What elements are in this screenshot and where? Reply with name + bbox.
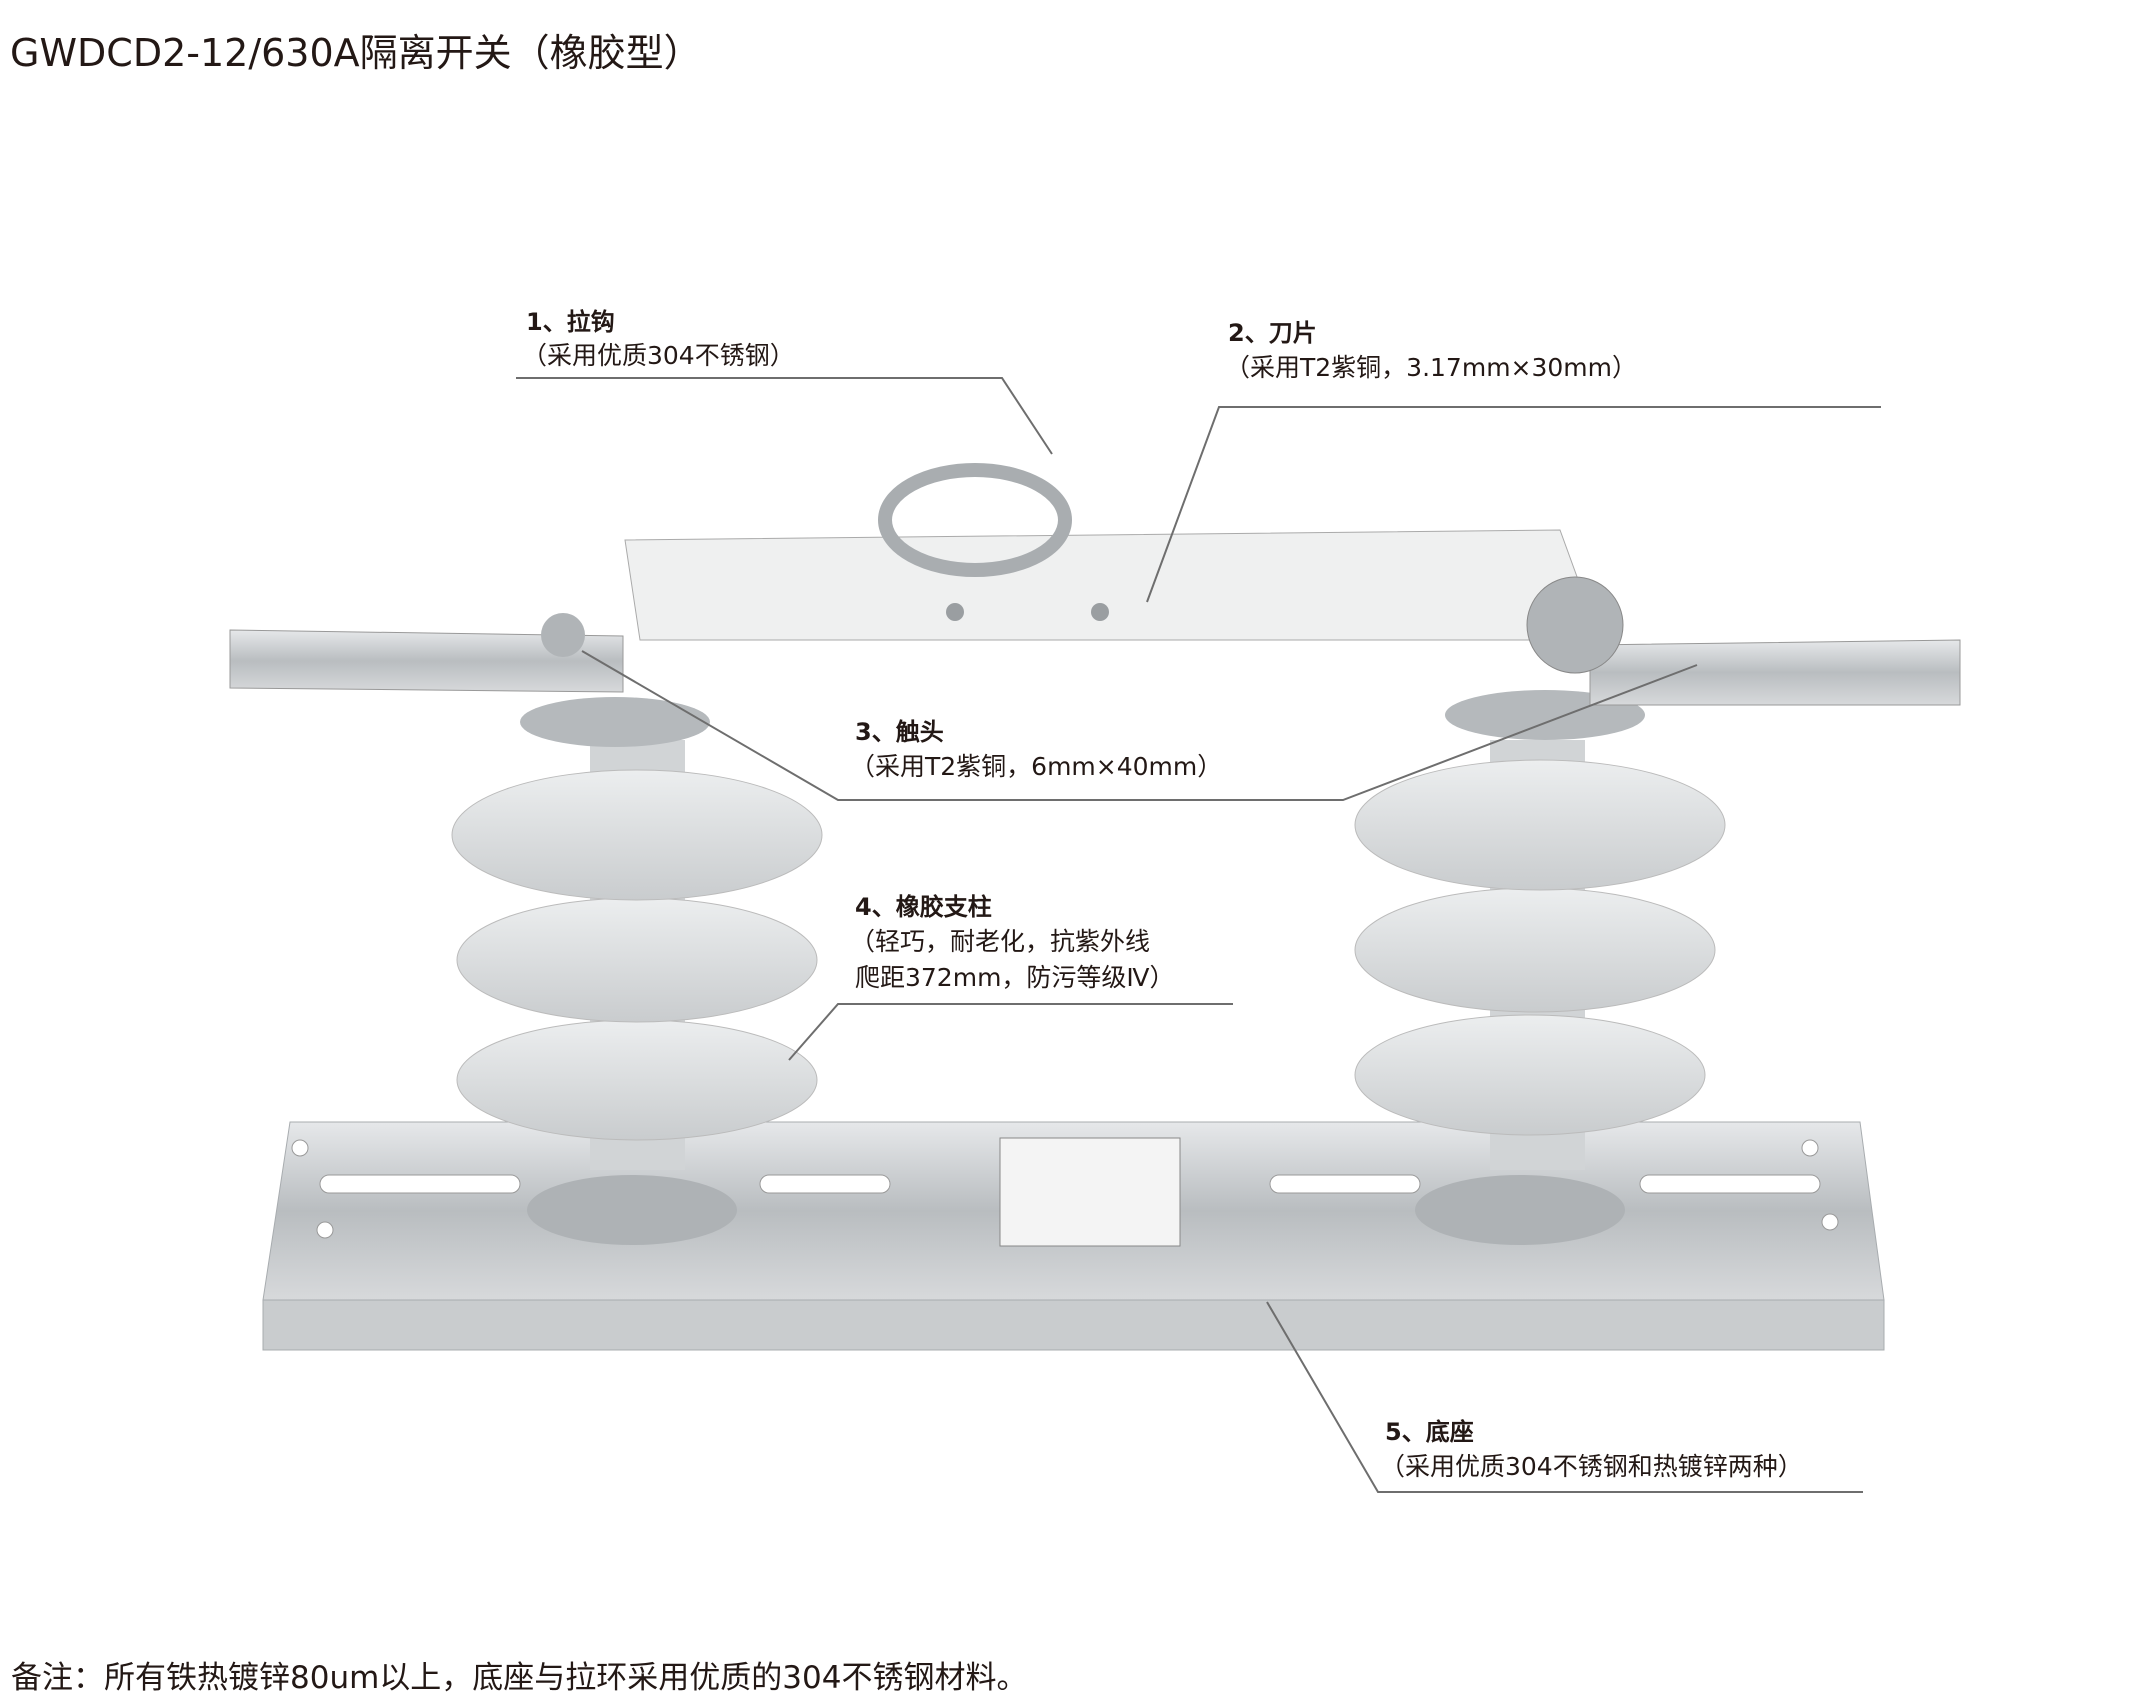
callout-4-detail: （轻巧，耐老化，抗紫外线 [850,927,1151,956]
insulator-left [451,697,823,1245]
callout-2-label: 2、刀片 [1228,319,1317,347]
page-title: GWDCD2-12/630A隔离开关（橡胶型） [10,31,702,75]
callout-1-label: 1、拉钩 [526,308,615,336]
insulator-right [1354,690,1726,1245]
callout-3-label: 3、触头 [855,718,944,746]
pull-hook [878,463,1072,577]
footnote: 备注：所有铁热镀锌80um以上，底座与拉环采用优质的304不锈钢材料。 [11,1660,1028,1696]
callout-5-label: 5、底座 [1385,1418,1474,1446]
callout-1-detail: （采用优质304不锈钢） [522,341,795,370]
terminal-right [1589,639,1961,706]
callout-3-detail: （采用T2紫铜，6mm×40mm） [850,752,1223,781]
callout-5-detail: （采用优质304不锈钢和热镀锌两种） [1380,1452,1803,1481]
callout-4-label: 4、橡胶支柱 [855,893,992,921]
hinge [1526,576,1624,674]
callout-2-detail: （采用T2紫铜，3.17mm×30mm） [1225,353,1638,382]
callout-4-detail-2: 爬距372mm，防污等级Ⅳ） [855,963,1175,992]
terminal-left [229,629,624,693]
